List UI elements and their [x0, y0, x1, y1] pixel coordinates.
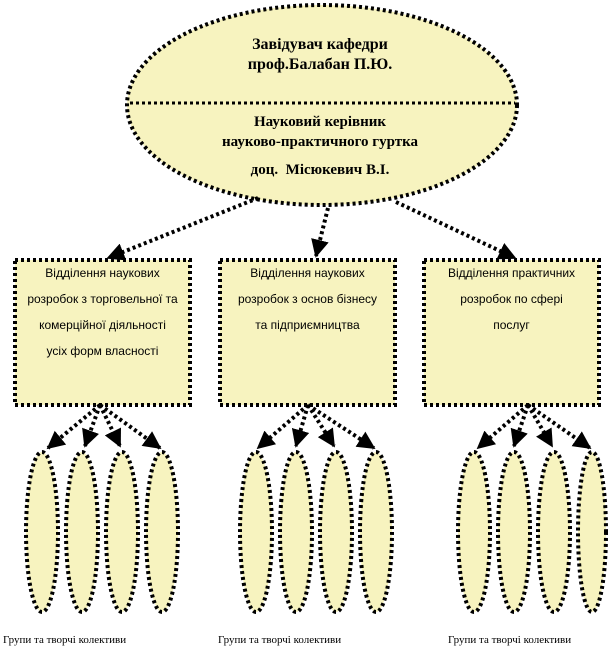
dept-2-line: та підприємництва: [255, 318, 360, 332]
arrow-head-to-dept-3: [395, 200, 517, 260]
arrow-group: [510, 404, 530, 448]
supervisor-name-line: доц. Місюкевич В.І.: [120, 162, 520, 179]
arrow-group: [306, 403, 336, 448]
group-ellipse: [104, 450, 140, 614]
groups-dept-2: [238, 403, 394, 614]
arrow-group: [98, 404, 122, 448]
dept-box-1: [13, 258, 192, 407]
arrow-group: [46, 403, 102, 450]
supervisor-title-line: Науковий керівник: [253, 114, 387, 130]
arrow-group: [526, 403, 592, 450]
dept-2-text: Відділення наукових розробок з основ біз…: [224, 260, 391, 338]
group-ellipse: [278, 450, 314, 614]
dept-1-line: розробок з торговельної та: [27, 292, 178, 306]
arrow-group: [306, 403, 376, 450]
head-ellipse: [125, 3, 519, 207]
groups-dept-1: [24, 403, 180, 614]
arrow-head-to-dept-1: [106, 196, 259, 261]
group-ellipse: [24, 450, 60, 614]
arrow-group: [82, 404, 102, 448]
dept-1-line: комерційної діяльності: [39, 318, 166, 332]
dept-box-3: [422, 258, 601, 407]
group-ellipse: [358, 450, 394, 614]
groups-dept-3: [456, 403, 608, 614]
head-title-line: Завідувач кафедри: [252, 36, 388, 53]
dept-box-2: [218, 258, 397, 407]
group-ellipse: [238, 450, 274, 614]
groups-caption-3: Групи та творчі колективи: [448, 634, 572, 646]
arrow-group: [476, 403, 530, 450]
dept-2-line: Відділення наукових: [250, 266, 365, 280]
group-ellipse: [496, 450, 532, 614]
group-ellipse: [576, 450, 608, 614]
supervisor-prefix: доц.: [250, 162, 279, 178]
group-ellipse: [144, 450, 180, 614]
supervisor-circle-line: науково-практичного гуртка: [221, 134, 419, 150]
dept-3-text: Відділення практичних розробок по сфері …: [428, 260, 595, 338]
group-ellipse: [536, 450, 572, 614]
dept-1-text: Відділення наукових розробок з торговель…: [19, 260, 186, 364]
dept-1-line: Відділення наукових: [45, 266, 160, 280]
arrow-head-to-dept-2: [311, 207, 330, 258]
dept-2-line: розробок з основ бізнесу: [237, 292, 378, 306]
group-ellipse: [64, 450, 100, 614]
dept-3-line: розробок по сфері: [460, 292, 563, 306]
dept-3-line: послуг: [493, 318, 530, 332]
dept-3-line: Відділення практичних: [447, 266, 576, 280]
groups-caption-2: Групи та творчі колективи: [218, 634, 342, 646]
head-name-line: проф.Балабан П.Ю.: [247, 56, 393, 73]
arrow-group: [98, 403, 162, 450]
arrow-group: [526, 403, 554, 448]
arrow-group: [291, 404, 310, 448]
supervisor-name: Місюкевич В.І.: [285, 162, 390, 178]
arrow-group: [256, 403, 310, 450]
group-ellipse: [318, 450, 354, 614]
dept-1-line: усіх форм власності: [46, 344, 159, 358]
groups-caption-1: Групи та творчі колективи: [3, 634, 127, 646]
group-ellipse: [456, 450, 492, 614]
